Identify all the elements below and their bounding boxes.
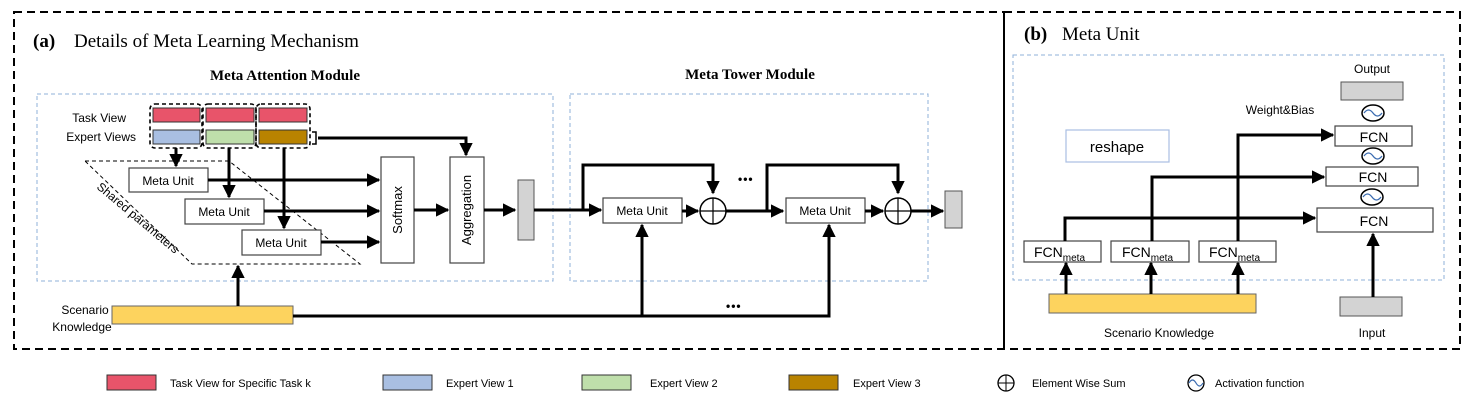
panel-b-title: Meta Unit	[1062, 24, 1140, 45]
meta-unit-label: Meta Unit	[799, 204, 851, 218]
reshape-box	[1065, 129, 1170, 163]
residual-wire-1	[581, 163, 720, 210]
aggregation-block	[449, 156, 485, 264]
scenario-knowledge-vector	[1048, 293, 1257, 314]
expert-view-1-swatch	[152, 129, 201, 145]
output-vector	[1340, 81, 1404, 101]
tower-ellipsis: •••	[738, 172, 754, 186]
legend-swatch-task-view	[106, 374, 157, 391]
weight-wire-3	[1236, 128, 1335, 241]
legend-swatch-expert-view-2	[581, 374, 632, 391]
element-wise-sum-icon	[884, 197, 912, 225]
tower-meta-unit-1	[602, 197, 683, 224]
fcn-layer-2	[1325, 166, 1419, 187]
meta-unit-label: Meta Unit	[616, 204, 668, 218]
panel-b-tag: (b)	[1024, 24, 1047, 45]
attention-output-vector	[517, 179, 535, 241]
panel-b-frame	[1003, 11, 1461, 350]
scenario-to-tower-arrow	[293, 223, 836, 318]
attention-module-frame	[36, 93, 554, 282]
fcn-layer-3	[1334, 125, 1413, 147]
task-view-label: Task View	[72, 111, 126, 125]
expert-views-label: Expert Views	[66, 130, 136, 144]
legend-label: Activation function	[1215, 378, 1304, 390]
element-wise-sum-icon	[997, 374, 1015, 392]
task-view-swatch	[152, 107, 201, 123]
fcn-meta-label: FCN	[1034, 244, 1063, 260]
fcn-meta-label: FCN	[1209, 244, 1238, 260]
legend-label: Task View for Specific Task k	[170, 378, 311, 390]
fcn-meta-label: FCN	[1122, 244, 1151, 260]
expert-view-3-swatch	[258, 129, 308, 145]
activation-icon	[1361, 104, 1385, 122]
shared-params-region	[83, 160, 362, 265]
legend-label: Expert View 2	[650, 378, 718, 390]
activation-icon	[1187, 374, 1205, 392]
fcn-meta-sub: meta	[1063, 253, 1086, 264]
legend-label: Expert View 3	[853, 378, 921, 390]
fcn-label: FCN	[1359, 169, 1388, 185]
scenario-label: Knowledge	[52, 320, 112, 334]
task-view-swatch	[205, 107, 255, 123]
fcn-label: FCN	[1360, 129, 1389, 145]
tower-module-frame	[569, 93, 929, 282]
meta-unit-label: Meta Unit	[255, 236, 307, 250]
fcn-label: FCN	[1360, 213, 1389, 229]
meta-unit-label: Meta Unit	[198, 205, 250, 219]
fcn-meta-1: FCNmeta	[1023, 240, 1102, 264]
tower-output-vector	[944, 190, 963, 229]
fcn-meta-sub: meta	[1238, 253, 1261, 264]
input-vector	[1339, 296, 1403, 317]
legend-swatch-expert-view-1	[382, 374, 433, 391]
input-label: Input	[1359, 326, 1386, 340]
attention-meta-unit-3	[241, 229, 322, 256]
panel-a-title: Details of Meta Learning Mechanism	[74, 31, 359, 52]
weight-bias-label: Weight&Bias	[1246, 103, 1314, 117]
residual-wire-2	[765, 163, 905, 211]
panel-a-tag: (a)	[33, 31, 55, 52]
aggregation-label: Aggregation	[459, 175, 474, 245]
attention-module-title: Meta Attention Module	[210, 68, 360, 84]
svg-text:FCNmeta: FCNmeta	[1209, 244, 1260, 264]
expert-bracket	[312, 131, 317, 145]
weight-wire-1	[1063, 211, 1317, 241]
legend-swatch-expert-view-3	[788, 374, 839, 391]
legend: Task View for Specific Task k Expert Vie…	[106, 374, 1304, 392]
tower-meta-unit-2	[785, 197, 866, 224]
fcn-meta-3: FCNmeta	[1198, 240, 1277, 264]
softmax-block	[380, 156, 415, 264]
expert-to-aggregation-arrow	[318, 136, 473, 157]
scenario-label: Scenario	[61, 303, 109, 317]
reshape-label: reshape	[1090, 139, 1144, 156]
view-grid	[149, 103, 317, 149]
legend-label: Element Wise Sum	[1032, 378, 1126, 390]
activation-icon	[1361, 147, 1385, 165]
scenario-label: Scenario Knowledge	[1104, 326, 1214, 340]
meta-unit-frame	[1012, 54, 1445, 281]
expert-view-2-swatch	[205, 129, 255, 145]
output-label: Output	[1354, 62, 1391, 76]
svg-text:FCNmeta: FCNmeta	[1034, 244, 1085, 264]
tower-module-title: Meta Tower Module	[685, 67, 815, 83]
bottom-ellipsis: •••	[726, 299, 742, 313]
activation-icon	[1360, 188, 1384, 206]
meta-unit-label: Meta Unit	[142, 174, 194, 188]
element-wise-sum-icon	[699, 197, 727, 225]
fcn-meta-2: FCNmeta	[1110, 240, 1190, 264]
task-view-swatch	[258, 107, 308, 123]
legend-label: Expert View 1	[446, 378, 514, 390]
weight-wire-2	[1150, 170, 1326, 241]
softmax-label: Softmax	[390, 186, 405, 234]
fcn-meta-sub: meta	[1151, 253, 1174, 264]
fcn-layer-1	[1316, 207, 1434, 233]
svg-text:FCNmeta: FCNmeta	[1122, 244, 1173, 264]
scenario-knowledge-vector	[111, 305, 294, 325]
